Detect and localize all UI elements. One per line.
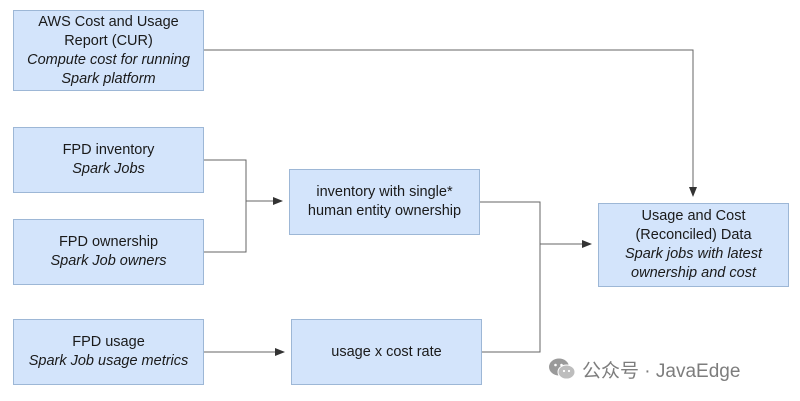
wechat-icon (548, 357, 576, 381)
node-usage-cost-rate-title: usage x cost rate (331, 343, 442, 360)
node-reconciled-data-title-1: Usage and Cost (641, 208, 746, 224)
connector-single-rate-bracket (480, 201, 541, 353)
watermark-text: 公众号 · JavaEdge (582, 360, 741, 382)
node-fpd-usage: FPD usage Spark Job usage metrics (13, 319, 204, 385)
node-fpd-ownership-sub: Spark Job owners (50, 253, 167, 269)
connector-inventory-bracket (204, 159, 247, 253)
node-single-ownership-line-1: inventory with single* (316, 184, 453, 200)
connector-cur-to-result (204, 49, 697, 197)
node-reconciled-data: Usage and Cost (Reconciled) Data Spark j… (598, 203, 789, 287)
node-fpd-inventory-sub: Spark Jobs (72, 161, 145, 177)
node-aws-cur-title-1: AWS Cost and Usage (38, 13, 179, 30)
node-aws-cur-title-2: Report (CUR) (64, 32, 153, 49)
node-fpd-ownership: FPD ownership Spark Job owners (13, 219, 204, 285)
node-reconciled-data-title-2: (Reconciled) Data (635, 227, 752, 243)
node-reconciled-data-sub-2: ownership and cost (631, 265, 756, 281)
node-usage-cost-rate: usage x cost rate (291, 319, 482, 385)
node-single-ownership: inventory with single* human entity owne… (289, 169, 480, 235)
node-aws-cur-sub-2: Spark platform (61, 70, 156, 87)
node-single-ownership-line-2: human entity ownership (307, 203, 462, 219)
node-fpd-usage-sub: Spark Job usage metrics (28, 353, 189, 369)
watermark: 公众号 · JavaEdge (548, 355, 740, 383)
node-reconciled-data-sub-1: Spark jobs with latest (624, 246, 762, 262)
node-fpd-inventory: FPD inventory Spark Jobs (13, 127, 204, 193)
node-fpd-inventory-title: FPD inventory (62, 142, 155, 158)
node-fpd-usage-title: FPD usage (72, 334, 145, 350)
node-fpd-ownership-title: FPD ownership (58, 234, 159, 250)
node-aws-cur: AWS Cost and Usage Report (CUR) Compute … (13, 10, 204, 91)
node-aws-cur-sub-1: Compute cost for running (27, 51, 190, 68)
